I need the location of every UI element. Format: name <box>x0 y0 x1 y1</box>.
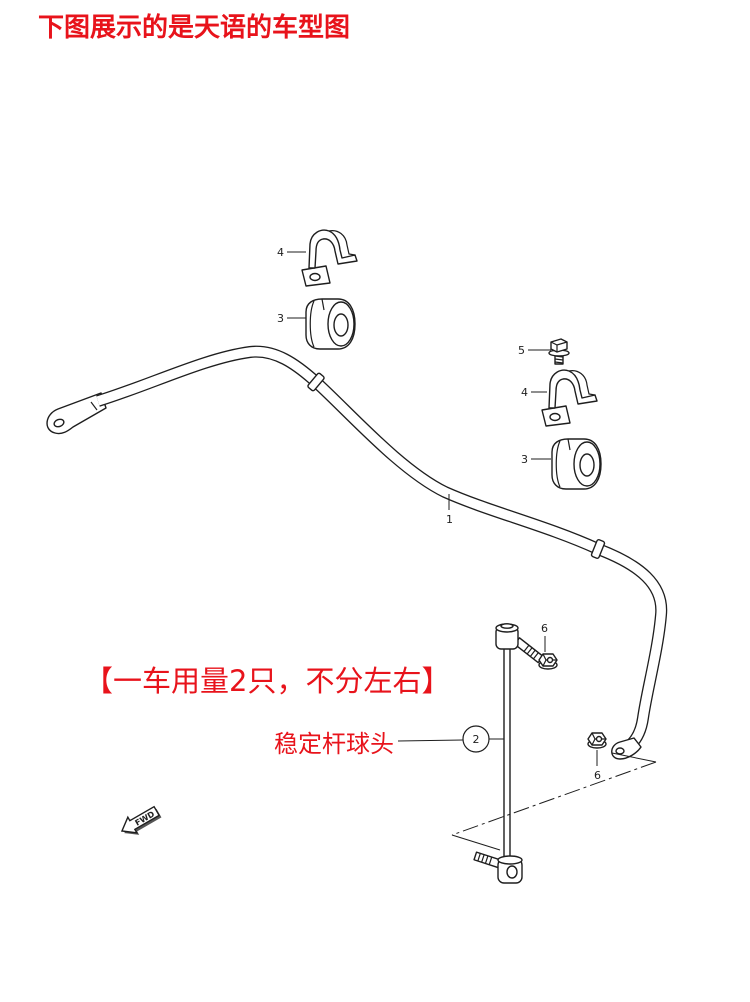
label-nut-lower: 6 <box>594 769 601 782</box>
nut-lower <box>587 732 607 749</box>
label-bushing-right: 3 <box>521 453 528 466</box>
nut-upper <box>538 653 558 670</box>
callout-badge: 2 <box>462 725 490 753</box>
assembly-guide-lines <box>451 752 657 851</box>
callout-part-number: 2 <box>473 733 480 746</box>
link-lower-ball-joint <box>497 855 523 884</box>
stabilizer-bar-collar-right <box>590 539 606 559</box>
label-bushing-left: 3 <box>277 312 284 325</box>
stabilizer-bar-right-hole <box>615 747 625 755</box>
callout-part-name: 稳定杆球头 <box>274 730 394 758</box>
label-bracket-left: 4 <box>277 246 284 259</box>
page-title: 下图展示的是天语的车型图 <box>38 13 351 43</box>
bracket-left <box>301 229 358 287</box>
stabilizer-bar-collar-left <box>307 372 325 392</box>
label-bracket-right: 4 <box>521 386 528 399</box>
label-bolt: 5 <box>518 344 525 357</box>
stabilizer-bar <box>46 345 668 760</box>
stabilizer-link <box>473 623 544 884</box>
label-nut-upper: 6 <box>541 622 548 635</box>
leader-lines <box>287 251 598 766</box>
link-upper-ball-joint <box>495 623 519 650</box>
link-upper-stud <box>513 637 544 664</box>
link-lower-stud <box>473 851 502 869</box>
bushing-left <box>305 298 356 350</box>
bolt <box>548 338 570 365</box>
fwd-arrow-icon: FWD <box>120 805 162 835</box>
usage-note: 【一车用量2只，不分左右】 <box>84 664 451 698</box>
stabilizer-bar-left-hole <box>53 418 65 428</box>
stabilizer-bar-left-tab <box>46 392 107 435</box>
stabilizer-bar-tube-fill <box>96 346 666 751</box>
link-rod <box>503 646 511 863</box>
bracket-right <box>541 369 598 427</box>
bushing-right <box>551 438 602 490</box>
label-stabilizer-bar: 1 <box>446 513 453 526</box>
